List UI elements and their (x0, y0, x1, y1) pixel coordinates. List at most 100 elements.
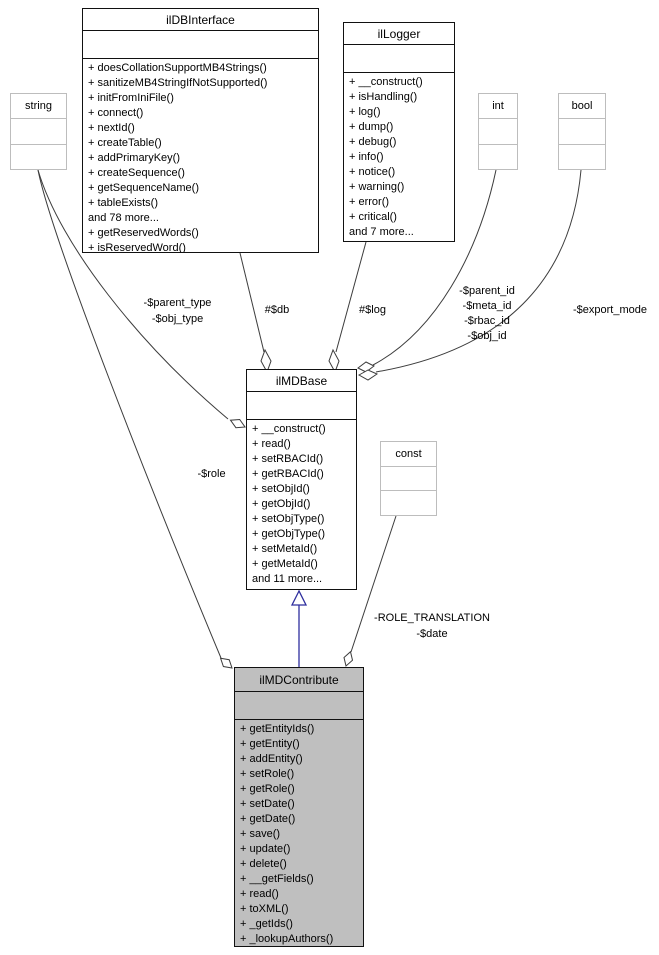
method-row: + getRole() (240, 783, 295, 795)
method-row: + setRBACId() (252, 453, 324, 465)
method-row: + toXML() (240, 903, 289, 915)
type-title: int (479, 94, 517, 120)
method-row: + setMetaId() (252, 543, 318, 555)
class-box-ildbinterface[interactable]: ilDBInterface + doesCollationSupportMB4S… (82, 8, 319, 253)
methods-compartment: + getEntityIds() + getEntity() + addEntity… (235, 720, 363, 946)
method-row: + sanitizeMB4StringIfNotSupported() (88, 77, 268, 89)
edge-label-line: -$obj_id (467, 330, 507, 342)
edge-label-line: -ROLE_TRANSLATION (374, 612, 490, 624)
method-row: + addPrimaryKey() (88, 152, 181, 164)
edge-label-line: #$log (359, 304, 386, 316)
methods-compartment: + __construct() + isHandling() + log() + du… (344, 73, 454, 241)
class-title: ilMDContribute (235, 668, 363, 692)
methods-compartment: + __construct() + read() + setRBACId() + ge… (247, 420, 356, 589)
method-row: + setRole() (240, 768, 295, 780)
method-row: + getSequenceName() (88, 182, 199, 194)
method-row: + createSequence() (88, 167, 185, 179)
method-row: + error() (349, 196, 390, 208)
type-box-string: string (10, 93, 67, 170)
edge-label-line: -$role (197, 468, 226, 480)
class-box-ilmdbase[interactable]: ilMDBase + __construct() + read() + setRBA… (246, 369, 357, 590)
method-row: + getEntityIds() (240, 723, 315, 735)
aggregation-diamond (229, 418, 246, 429)
method-row: and 11 more... (252, 573, 323, 585)
method-row: + warning() (349, 181, 405, 193)
method-row: + read() (240, 888, 279, 900)
method-row: + getMetaId() (252, 558, 318, 570)
method-row: + getReservedWords() (88, 227, 199, 239)
attributes-compartment (83, 31, 318, 59)
method-row: + info() (349, 151, 384, 163)
method-row: + tableExists() (88, 197, 158, 209)
aggregation-diamond (357, 369, 379, 381)
edge-label-line: -$meta_id (462, 300, 512, 312)
edge-label-line: #$db (264, 304, 290, 316)
method-row: + nextId() (88, 122, 135, 134)
attributes-compartment (11, 119, 66, 145)
method-row: + log() (349, 106, 381, 118)
method-row: + getEntity() (240, 738, 300, 750)
edge-label-line: -$parent_type (143, 297, 212, 309)
edge-label-parent-type: -$parent_type -$obj_type (125, 295, 230, 327)
methods-compartment (559, 145, 605, 169)
edge-label-line: -$date (416, 628, 448, 640)
method-row: and 78 more... (88, 212, 159, 224)
method-row: + getObjId() (252, 498, 311, 510)
method-row: + notice() (349, 166, 396, 178)
aggregation-diamond (219, 657, 233, 669)
edge-label-log: #$log (350, 303, 395, 318)
method-row: + _lookupAuthors() (240, 933, 334, 945)
method-row: + read() (252, 438, 291, 450)
type-box-const: const (380, 441, 437, 516)
edge-label-role-translation: -ROLE_TRANSLATION -$date (356, 610, 508, 642)
method-row: and 7 more... (349, 226, 414, 238)
edge-label-db: #$db (256, 303, 298, 318)
edge-label-role: -$role (184, 467, 239, 482)
method-row: + getDate() (240, 813, 296, 825)
method-row: + getRBACId() (252, 468, 324, 480)
method-row: + save() (240, 828, 281, 840)
methods-compartment (381, 491, 436, 515)
method-row: + setObjId() (252, 483, 310, 495)
class-title: ilMDBase (247, 370, 356, 392)
class-title: ilDBInterface (83, 9, 318, 31)
method-row: + getObjType() (252, 528, 326, 540)
method-row: + debug() (349, 136, 397, 148)
class-box-illogger[interactable]: ilLogger + __construct()+ isHandling()+ … (343, 22, 455, 242)
method-row: + __construct() (252, 423, 326, 435)
method-row: + setObjType() (252, 513, 325, 525)
attributes-compartment (559, 119, 605, 145)
method-row: + createTable() (88, 137, 162, 149)
attributes-compartment (381, 467, 436, 492)
method-row: + __getFields() (240, 873, 314, 885)
aggregation-diamond (343, 650, 354, 667)
method-row: + update() (240, 843, 291, 855)
method-row: + __construct() (349, 76, 423, 88)
attributes-compartment (235, 692, 363, 720)
edge-label-line: -$obj_type (151, 313, 204, 325)
attributes-compartment (479, 119, 517, 145)
type-box-bool: bool (558, 93, 606, 170)
type-box-int: int (478, 93, 518, 170)
attributes-compartment (344, 45, 454, 73)
method-row: + doesCollationSupportMB4Strings() (88, 62, 267, 74)
method-row: + addEntity() (240, 753, 303, 765)
method-row: + isHandling() (349, 91, 418, 103)
attributes-compartment (247, 392, 356, 420)
aggregation-edge-log (335, 241, 367, 353)
method-row: + setDate() (240, 798, 295, 810)
type-title: bool (559, 94, 605, 120)
methods-compartment (479, 145, 517, 169)
edge-label-line: -$parent_id (459, 285, 515, 297)
methods-compartment: + doesCollationSupportMB4Strings() + sani… (83, 59, 318, 252)
edge-label-line: -$rbac_id (464, 315, 510, 327)
method-row: + initFromIniFile() (88, 92, 174, 104)
type-title: const (381, 442, 436, 467)
type-title: string (11, 94, 66, 120)
method-row: + _getIds() (240, 918, 293, 930)
method-row: + delete() (240, 858, 287, 870)
class-box-ilmdcontribute: ilMDContribute + getEntityIds()+ getEnti… (234, 667, 364, 947)
method-row: + isReservedWord() (88, 242, 186, 252)
inheritance-arrow (290, 589, 308, 606)
method-row: + dump() (349, 121, 394, 133)
